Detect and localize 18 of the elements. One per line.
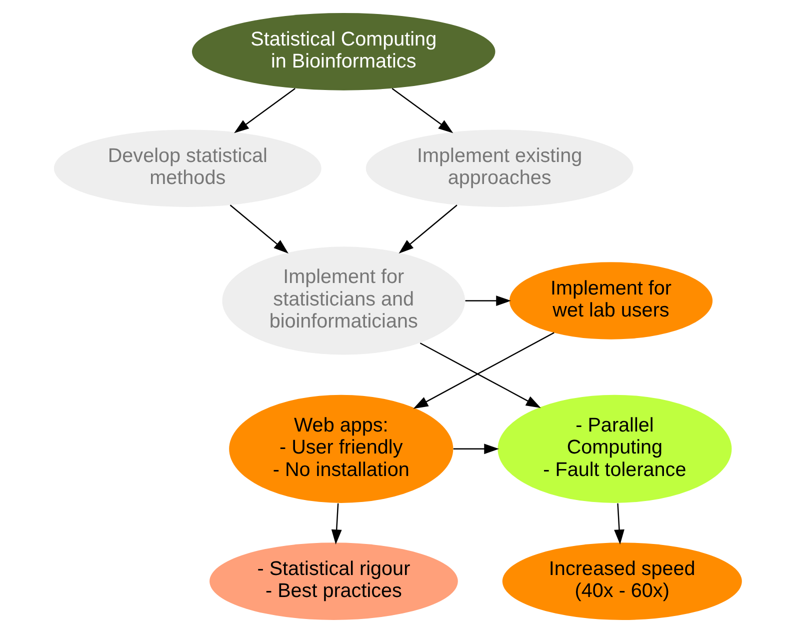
- node-ellipse: Develop statistical methods: [53, 130, 321, 207]
- node-ellipse: Implement existing approaches: [365, 130, 633, 207]
- node-ellipse: Increased speed (40x - 60x): [502, 542, 742, 620]
- arrow: [464, 296, 510, 306]
- arrow: [398, 204, 457, 254]
- node-ellipse: - Statistical rigour - Best practices: [209, 542, 458, 620]
- node-ellipse: Web apps: - User friendly - No installation: [228, 394, 453, 503]
- arrow: [412, 332, 554, 409]
- node-ellipse: Implement for wet lab users: [508, 262, 712, 340]
- arrow: [234, 88, 295, 134]
- arrow: [614, 503, 624, 544]
- arrow: [330, 503, 342, 544]
- arrow: [391, 88, 453, 134]
- arrow: [229, 204, 288, 254]
- arrow: [419, 342, 540, 408]
- node-ellipse: Implement for statisticians and bioinformaticians: [222, 246, 465, 355]
- arrow: [452, 444, 499, 454]
- node-ellipse: Statistical Computing in Bioinformatics: [191, 13, 495, 90]
